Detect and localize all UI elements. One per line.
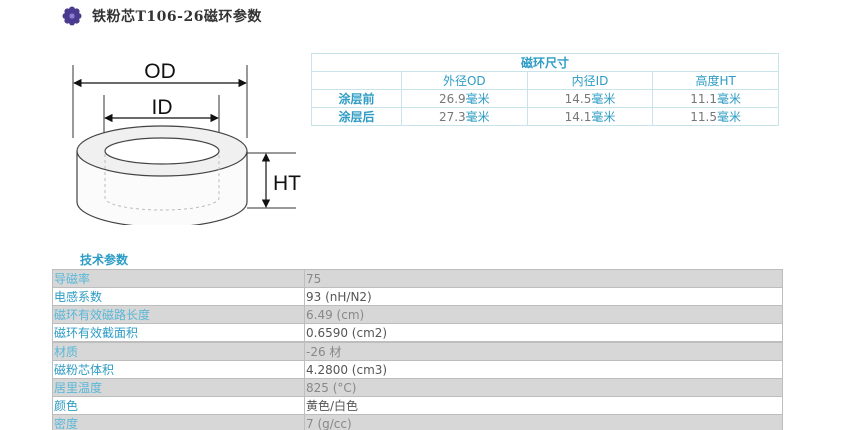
cell-after-od: 27.3毫米 xyxy=(401,107,528,126)
table-row: 颜色 黄色/白色 xyxy=(52,396,783,415)
table-row: 磁粉芯体积 4.2800 (cm3) xyxy=(52,360,783,379)
param-key: 颜色 xyxy=(52,396,305,415)
param-value: 75 xyxy=(304,269,783,288)
dimensions-caption: 磁环尺寸 xyxy=(311,53,779,72)
od-label: OD xyxy=(144,60,176,83)
param-value: 黄色/白色 xyxy=(304,396,783,415)
param-value: 0.6590 (cm2) xyxy=(304,323,783,342)
param-key: 磁环有效磁路长度 xyxy=(52,305,305,324)
param-value: 825 (°C) xyxy=(304,378,783,397)
ht-label: HT xyxy=(273,172,301,195)
table-row: 导磁率 75 xyxy=(52,269,783,288)
toroid-diagram: OD ID HT xyxy=(72,60,301,225)
tech-params-table-2: 材质 -26 材 磁粉芯体积 4.2800 (cm3) 居里温度 825 (°C… xyxy=(52,342,783,430)
param-value: 93 (nH/N2) xyxy=(304,287,783,306)
dimensions-corner xyxy=(311,71,402,90)
cell-before-ht: 11.1毫米 xyxy=(652,89,779,108)
param-value: 6.49 (cm) xyxy=(304,305,783,324)
param-key: 材质 xyxy=(52,342,305,361)
dimensions-row-before: 涂层前 26.9毫米 14.5毫米 11.1毫米 xyxy=(311,89,779,108)
table-row: 居里温度 825 (°C) xyxy=(52,378,783,397)
table-row: 磁环有效截面积 0.6590 (cm2) xyxy=(52,323,783,342)
table-row: 磁环有效磁路长度 6.49 (cm) xyxy=(52,305,783,324)
table-row: 密度 7 (g/cc) xyxy=(52,414,783,430)
page-header: 铁粉芯T106-26磁环参数 xyxy=(62,3,262,29)
col-header-id: 内径ID xyxy=(526,71,654,90)
page-title: 铁粉芯T106-26磁环参数 xyxy=(92,9,262,25)
param-key: 密度 xyxy=(52,414,305,430)
flower-gear-icon xyxy=(62,6,82,26)
dimensions-table: 磁环尺寸 外径OD 内径ID 高度HT 涂层前 26.9毫米 14.5毫米 11… xyxy=(311,53,779,126)
tech-params-title: 技术参数 xyxy=(80,253,129,267)
col-header-ht: 高度HT xyxy=(652,71,779,90)
table-row: 电感系数 93 (nH/N2) xyxy=(52,287,783,306)
param-value: 7 (g/cc) xyxy=(304,414,783,430)
param-key: 磁环有效截面积 xyxy=(52,323,305,342)
param-key: 居里温度 xyxy=(52,378,305,397)
cell-before-id: 14.5毫米 xyxy=(526,89,654,108)
id-label: ID xyxy=(152,96,173,119)
tech-params-table-1: 导磁率 75 电感系数 93 (nH/N2) 磁环有效磁路长度 6.49 (cm… xyxy=(52,269,783,342)
param-key: 电感系数 xyxy=(52,287,305,306)
param-value: -26 材 xyxy=(304,342,783,361)
cell-after-ht: 11.5毫米 xyxy=(652,107,779,126)
table-row: 材质 -26 材 xyxy=(52,342,783,361)
col-header-od: 外径OD xyxy=(401,71,528,90)
dimensions-row-after: 涂层后 27.3毫米 14.1毫米 11.5毫米 xyxy=(311,107,779,126)
row-label-after: 涂层后 xyxy=(311,107,402,126)
row-label-before: 涂层前 xyxy=(311,89,402,108)
cell-before-od: 26.9毫米 xyxy=(401,89,528,108)
param-key: 磁粉芯体积 xyxy=(52,360,305,379)
toroid-hidden-edge xyxy=(104,154,220,211)
toroid-top-inner xyxy=(104,137,220,165)
param-value: 4.2800 (cm3) xyxy=(304,360,783,379)
param-key: 导磁率 xyxy=(52,269,305,288)
cell-after-id: 14.1毫米 xyxy=(526,107,654,126)
